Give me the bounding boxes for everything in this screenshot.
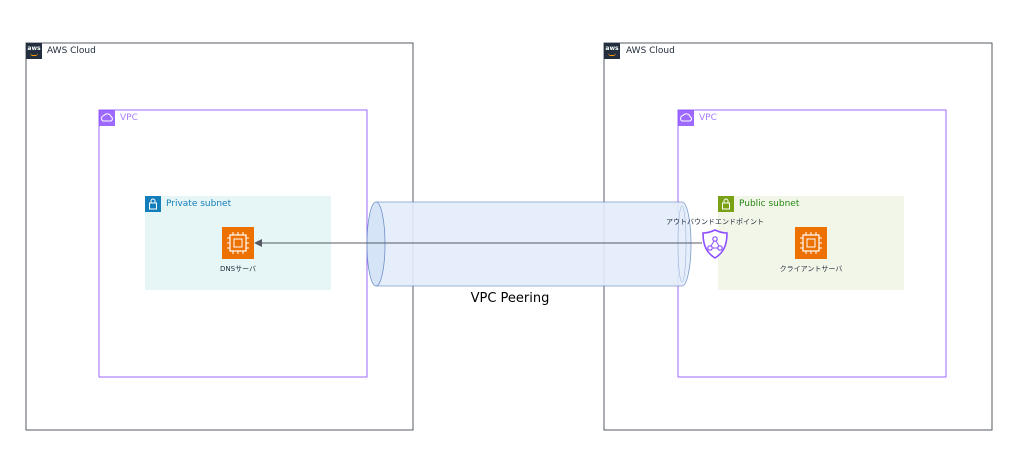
dns-server-label: DNSサーバ <box>220 265 256 273</box>
left-vpc-icon <box>99 110 115 126</box>
right-aws-cloud-label: AWS Cloud <box>626 46 675 56</box>
outbound-endpoint-icon <box>702 229 728 259</box>
right-aws-logo-icon: aws <box>604 43 620 59</box>
client-server-ec2-icon <box>795 227 827 259</box>
public-subnet-lock-icon <box>718 196 734 212</box>
vpc-peering-tube <box>366 201 692 287</box>
right-vpc-label: VPC <box>699 113 717 123</box>
left-vpc-label: VPC <box>120 113 138 123</box>
private-subnet-label: Private subnet <box>166 199 232 209</box>
outbound-endpoint-label: アウトバウンドエンドポイント <box>666 218 764 226</box>
public-subnet-label: Public subnet <box>739 199 800 209</box>
vpc-peering-label: VPC Peering <box>470 291 550 306</box>
dns-server-ec2-icon <box>222 227 254 259</box>
left-aws-logo-icon: aws <box>26 43 42 59</box>
right-vpc-icon <box>678 110 694 126</box>
client-server-label: クライアントサーバ <box>779 265 843 273</box>
left-aws-cloud-label: AWS Cloud <box>47 46 96 56</box>
private-subnet-lock-icon <box>145 196 161 212</box>
